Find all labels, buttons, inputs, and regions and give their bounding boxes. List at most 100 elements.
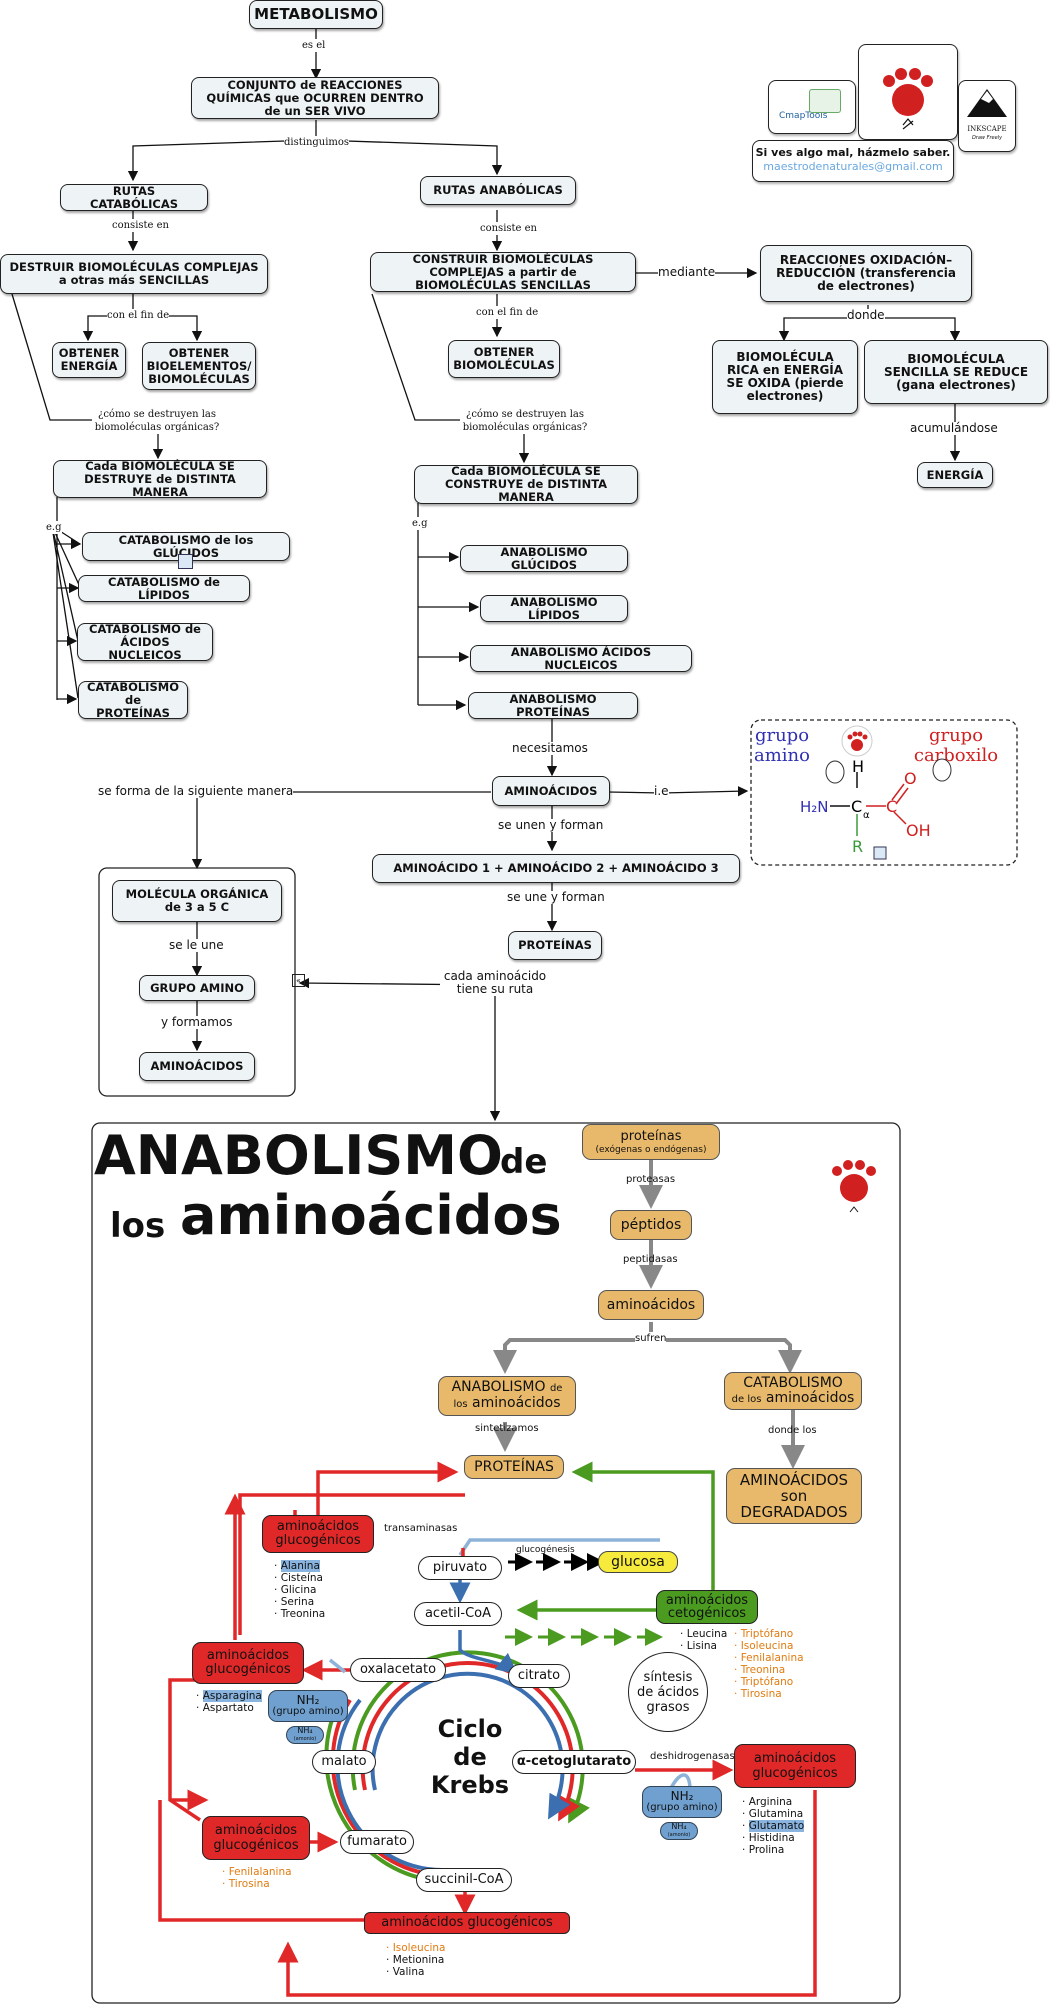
each-build-node: Cada BIOMOLÉCULA SE CONSTRUYE de DISTINT… — [414, 465, 638, 504]
label-peptidasas: peptidasas — [623, 1254, 678, 1265]
image-attachment-icon[interactable] — [178, 554, 193, 569]
list6a-0: Leucina — [686, 1628, 728, 1640]
cmaptools-text: CmapTools — [779, 111, 828, 121]
formula-h: H — [852, 757, 864, 776]
formula-alpha: α — [863, 810, 870, 821]
list-6a: · Leucina · Lisina — [680, 1628, 728, 1652]
anabolic-node: RUTAS ANABÓLICAS — [420, 176, 576, 205]
degradados-node: AMINOÁCIDOS son DEGRADADOS — [726, 1468, 862, 1524]
peptidos-node: péptidos — [610, 1210, 692, 1240]
list6b-3: Treonina — [740, 1664, 786, 1676]
list3-1: Tirosina — [228, 1878, 270, 1890]
gluc-node-2: aminoácidos glucogénicos — [192, 1642, 304, 1684]
cetoglutarato-node: α-cetoglutarato — [512, 1750, 636, 1774]
succinil-node: succinil-CoA — [416, 1868, 512, 1892]
label-deshidrogenasas: deshidrogenasas — [650, 1751, 735, 1762]
nh2-2: NH₂ — [670, 1789, 694, 1803]
catabolic-node: RUTAS CATABÓLICAS — [60, 184, 208, 211]
question-destroy: ¿cómo se destruyen las biomoléculas orgá… — [92, 408, 222, 434]
ana-nucleic: ANABOLISMO ÁCIDOS NUCLEICOS — [470, 645, 692, 672]
list5-1: Glutamina — [748, 1808, 804, 1820]
image-attachment-icon-2[interactable] — [873, 846, 887, 860]
contact-text: Si ves algo mal, házmelo saber. — [755, 146, 951, 159]
ana-proteins: ANABOLISMO PROTEÍNAS — [468, 692, 638, 719]
pointing-hand-icon — [825, 758, 952, 784]
list6b-5: Tirosina — [740, 1688, 782, 1700]
aminoacidos-node: aminoácidos — [598, 1290, 704, 1320]
acetil-node: acetil-CoA — [414, 1602, 502, 1626]
ana-lipids: ANABOLISMO LÍPIDOS — [480, 595, 628, 622]
label-transaminasas: transaminasas — [384, 1523, 458, 1534]
obtain-bioelements-node: OBTENER BIOELEMENTOS/ BIOMOLÉCULAS — [142, 342, 256, 390]
gluc-node-1: aminoácidos glucogénicos — [262, 1515, 374, 1553]
krebs-label: Ciclo de Krebs — [430, 1715, 510, 1799]
ana-glucids: ANABOLISMO GLÚCIDOS — [460, 545, 628, 572]
paw-logo-icon-2 — [832, 1160, 876, 1213]
nh2-sub-1: (grupo amino) — [272, 1706, 344, 1717]
nh4-sub-2: (amonio) — [667, 1832, 691, 1838]
link-distinguimos: distinguimos — [284, 136, 350, 149]
list6b-2: Fenilalanina — [740, 1652, 804, 1664]
catab-text: CATABOLISMO — [743, 1374, 843, 1391]
anab-los: los — [453, 1399, 468, 1410]
infographic-title-b: aminoácidos — [180, 1184, 562, 1247]
nh2-sub-2: (grupo amino) — [646, 1802, 718, 1813]
eg-1: e.g — [46, 521, 62, 534]
list6b-0: Triptófano — [740, 1628, 794, 1640]
list1-2: Glicina — [280, 1584, 317, 1596]
link-necesitamos: necesitamos — [512, 741, 588, 755]
label-glucogenesis: glucogénesis — [516, 1545, 575, 1555]
label-sintetizamos: sintetizamos — [475, 1423, 539, 1434]
list2-0: Asparagina — [202, 1690, 262, 1702]
piruvato-node: piruvato — [418, 1556, 502, 1580]
citrato-node: citrato — [508, 1664, 570, 1688]
nh2-1: NH₂ — [296, 1693, 320, 1707]
proteins-node: PROTEÍNAS — [508, 931, 602, 960]
aminoacids-node-2: AMINOÁCIDOS — [139, 1052, 255, 1081]
proteinas-text: proteínas — [620, 1129, 682, 1144]
list6a-1: Lisina — [686, 1640, 717, 1652]
nh2-node-1: NH₂ (grupo amino) — [268, 1690, 348, 1722]
nh4-sub-1: (amonio) — [293, 1736, 317, 1742]
cmaptools-logo: CmapTools — [768, 80, 856, 134]
list3-0: Fenilalanina — [228, 1866, 292, 1878]
cmap-graph-icon — [809, 89, 841, 113]
question-build: ¿cómo se destruyen las biomoléculas orgá… — [460, 408, 590, 434]
link-mediante: mediante — [658, 265, 716, 279]
list-6b: · Triptófano · Isoleucina · Fenilalanina… — [734, 1628, 804, 1700]
list1-3: Serina — [280, 1596, 315, 1608]
catabolismo-node: CATABOLISMO de los aminoácidos — [724, 1372, 862, 1410]
nh4-node-2: NH₄ (amonio) — [660, 1822, 698, 1840]
organic-molecule-node: MOLÉCULA ORGÁNICA de 3 a 5 C — [112, 880, 282, 922]
infographic-title-de: de — [500, 1142, 548, 1182]
list2-1: Aspartato — [202, 1702, 254, 1714]
nh2-node-2: NH₂ (grupo amino) — [642, 1786, 722, 1818]
paw-logo-small-icon — [841, 725, 873, 757]
inkscape-logo: INKSCAPE Draw Freely — [958, 80, 1016, 152]
list5-4: Prolina — [748, 1844, 785, 1856]
contact-box: Si ves algo mal, házmelo saber. maestrod… — [752, 140, 954, 182]
inkscape-sub: Draw Freely — [971, 135, 1003, 141]
contact-email[interactable]: maestrodenaturales@gmail.com — [763, 160, 943, 173]
nh4-node-1: NH₄ (amonio) — [286, 1726, 324, 1744]
amino-acid-formula: H H₂N C α C O OH R — [800, 757, 952, 860]
expand-collapse-icon[interactable]: « — [292, 974, 305, 987]
link-con-el-fin-1: con el fin de — [107, 309, 170, 322]
list-2: · Asparagina · Aspartato — [196, 1690, 262, 1714]
link-se-unen: se unen y forman — [498, 818, 604, 832]
rich-molecule-node: BIOMOLÉCULA RICA en ENERGÍA SE OXIDA (pi… — [712, 340, 858, 414]
label-proteasas: proteasas — [626, 1174, 676, 1185]
fumarato-node: fumarato — [340, 1830, 414, 1854]
link-se-une: se une y forman — [507, 890, 605, 904]
gluc-node-4: aminoácidos glucogénicos — [202, 1816, 310, 1860]
link-acumulandose: acumulándose — [910, 421, 998, 435]
nh4-2: NH₄ — [671, 1822, 687, 1831]
energy-node: ENERGÍA — [917, 462, 993, 488]
redox-node: REACCIONES OXIDACIÓN–REDUCCIÓN (transfer… — [760, 245, 972, 302]
paw-logo-icon — [883, 68, 933, 130]
title-node: METABOLISMO — [249, 0, 383, 29]
anabolismo-node: ANABOLISMO de los aminoácidos — [438, 1376, 576, 1416]
list4-1: Metionina — [392, 1954, 445, 1966]
link-ie: i.e — [654, 784, 669, 798]
